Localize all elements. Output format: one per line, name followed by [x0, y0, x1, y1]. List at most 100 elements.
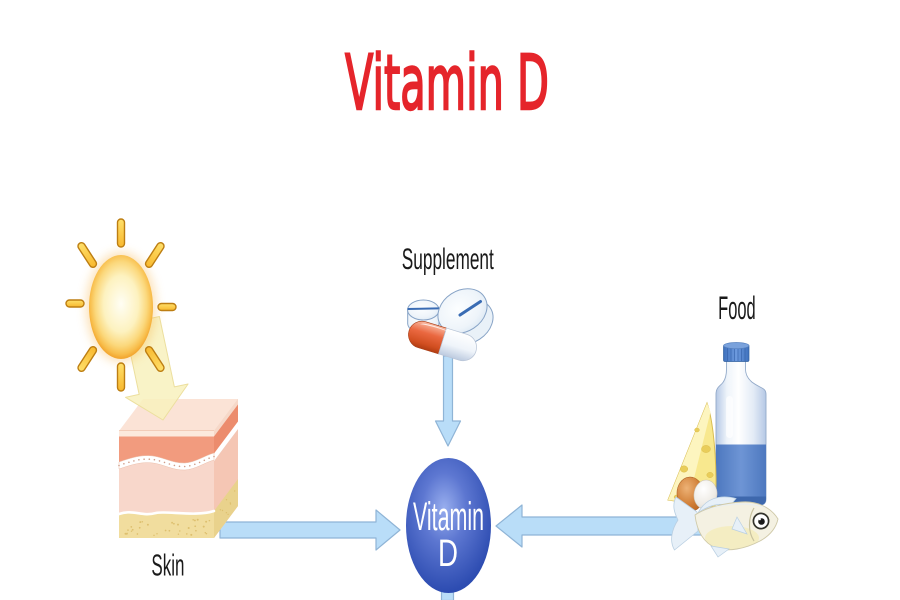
- vitamin-d-node: Vitamin D: [406, 458, 491, 593]
- fat-speckle: [202, 525, 205, 528]
- fat-speckle: [146, 523, 149, 526]
- membrane-dot: [153, 458, 156, 461]
- membrane-dot: [123, 463, 125, 465]
- fat-speckle: [173, 522, 175, 525]
- fat-speckle: [179, 530, 181, 532]
- fat-speckle: [219, 509, 222, 511]
- skin-surface-strip: [119, 431, 214, 437]
- food-label: Food: [718, 290, 756, 326]
- fat-speckle: [208, 519, 211, 522]
- membrane-dot: [158, 460, 161, 462]
- food-group-icon: [667, 342, 779, 558]
- capsule-red-half: [408, 320, 447, 355]
- membrane-dot: [173, 464, 176, 467]
- fat-speckle: [177, 523, 179, 526]
- membrane-dot: [143, 458, 145, 461]
- supplement-to-center-arrow: [434, 355, 462, 447]
- fat-speckle: [139, 521, 142, 524]
- membrane-dot: [208, 457, 210, 460]
- membrane-dot: [133, 460, 135, 462]
- skin-to-center-arrow: [219, 509, 401, 551]
- membrane-dot: [118, 464, 120, 467]
- skin-fat-layer: [119, 511, 214, 538]
- fat-speckle: [127, 529, 129, 531]
- bottle-highlight: [726, 396, 733, 438]
- skin-front-face: [117, 431, 236, 538]
- membrane-dot: [213, 455, 215, 458]
- cheese-left-face: [668, 403, 711, 503]
- sun-ray-sw: [77, 345, 98, 373]
- membrane-dot: [138, 459, 140, 461]
- fish-eye-glint: [758, 518, 761, 521]
- sun-ray-s: [116, 362, 126, 392]
- skin-cross-section-icon: [117, 399, 238, 538]
- membrane-dot: [163, 461, 166, 464]
- tablet-flat-score-line: [407, 307, 440, 310]
- fat-speckle: [131, 528, 134, 531]
- skin-dermis-fat-boundary: [117, 509, 216, 516]
- fat-speckle: [227, 513, 229, 516]
- fat-speckle: [204, 531, 207, 534]
- fat-speckle: [136, 533, 139, 535]
- fish-outline: [694, 501, 779, 551]
- sun-disk: [89, 255, 153, 359]
- fat-speckle: [164, 529, 167, 532]
- membrane-dot: [194, 463, 196, 466]
- tablet-tilted-score-line: [458, 300, 482, 317]
- vitamin-d-node-line1: Vitamin: [413, 495, 484, 539]
- vitamin-d-sphere: [406, 458, 491, 593]
- membrane-dots: [118, 455, 215, 468]
- fish-anal-fin: [710, 545, 730, 558]
- sun-icon: [65, 218, 177, 392]
- fat-speckle: [153, 534, 155, 537]
- vitamin-d-node-line2: D: [438, 533, 458, 575]
- membrane-dot: [178, 465, 181, 468]
- sun-ray-n: [116, 218, 126, 248]
- membrane-dot: [203, 459, 206, 462]
- skin-epidermis-layer: [119, 436, 214, 464]
- skin-label: Skin: [151, 548, 184, 583]
- fat-speckle: [177, 533, 180, 535]
- fat-speckle: [156, 533, 158, 535]
- sun-rays: [65, 218, 177, 392]
- supplement-label: Supplement: [402, 243, 494, 276]
- skin-side-face: [214, 399, 238, 538]
- fat-speckle: [195, 529, 197, 532]
- sun-ray-w: [65, 299, 85, 308]
- fish-tail-fin: [671, 496, 699, 551]
- membrane-dot: [148, 458, 151, 461]
- tablet-tilted-face: [437, 288, 488, 334]
- capsule-white-half: [438, 327, 477, 362]
- fat-speckle: [130, 530, 133, 532]
- fat-speckle: [130, 526, 133, 528]
- fat-speckle: [190, 533, 193, 536]
- fat-speckle: [185, 533, 188, 535]
- fat-speckle: [225, 499, 228, 501]
- fat-speckle: [187, 526, 190, 530]
- membrane-dot: [128, 461, 130, 464]
- fat-speckle: [138, 526, 141, 529]
- fat-speckle: [205, 532, 208, 535]
- fat-speckles: [124, 490, 236, 537]
- bottle-cap: [723, 342, 750, 362]
- membrane-dot: [189, 465, 191, 467]
- membrane-dot: [183, 465, 186, 468]
- fat-speckle: [168, 529, 171, 532]
- membrane-dot: [168, 463, 171, 465]
- page-title: Vitamin D: [345, 38, 549, 127]
- fat-speckle: [193, 519, 196, 522]
- fat-speckle: [225, 512, 228, 514]
- fish-pectoral-fin: [731, 516, 748, 535]
- membrane-dot: [198, 461, 201, 464]
- fat-speckle: [229, 503, 232, 505]
- bottle-milk: [716, 444, 766, 505]
- fat-speckle: [221, 509, 224, 512]
- sun-ray-ne: [144, 241, 165, 269]
- capsule: [408, 320, 477, 362]
- fat-speckle: [194, 525, 197, 528]
- supplement-pills-icon: [407, 288, 494, 362]
- fat-speckle: [196, 518, 199, 521]
- fat-speckle: [192, 519, 194, 521]
